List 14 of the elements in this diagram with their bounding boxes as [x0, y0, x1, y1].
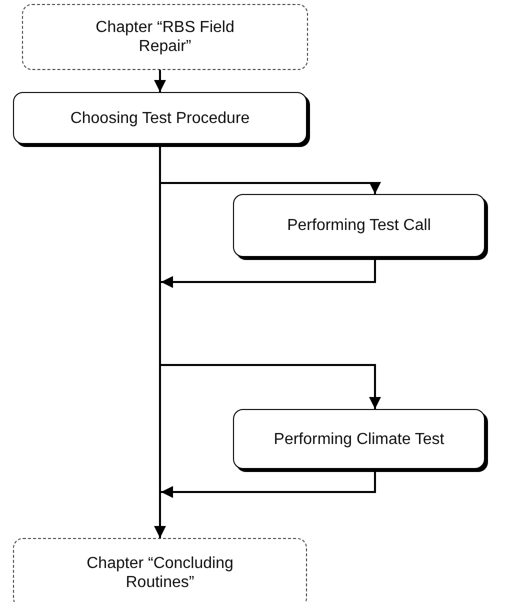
process-box: [233, 409, 485, 469]
chapter-reference-box: [13, 538, 307, 602]
chapter-reference-box: [22, 4, 308, 70]
node-label: Choosing Test Procedure: [70, 108, 250, 128]
arrow: [154, 144, 166, 538]
process-box: [13, 92, 307, 144]
node-label: Chapter “Concluding Routines”: [86, 554, 234, 592]
arrow: [154, 70, 166, 92]
process-box: [233, 194, 485, 257]
node-label: Performing Test Call: [287, 216, 431, 235]
arrow: [161, 257, 376, 288]
node-label: Performing Climate Test: [274, 430, 444, 448]
arrow: [161, 469, 376, 498]
node-label: Chapter “RBS Field Repair”: [94, 18, 236, 56]
